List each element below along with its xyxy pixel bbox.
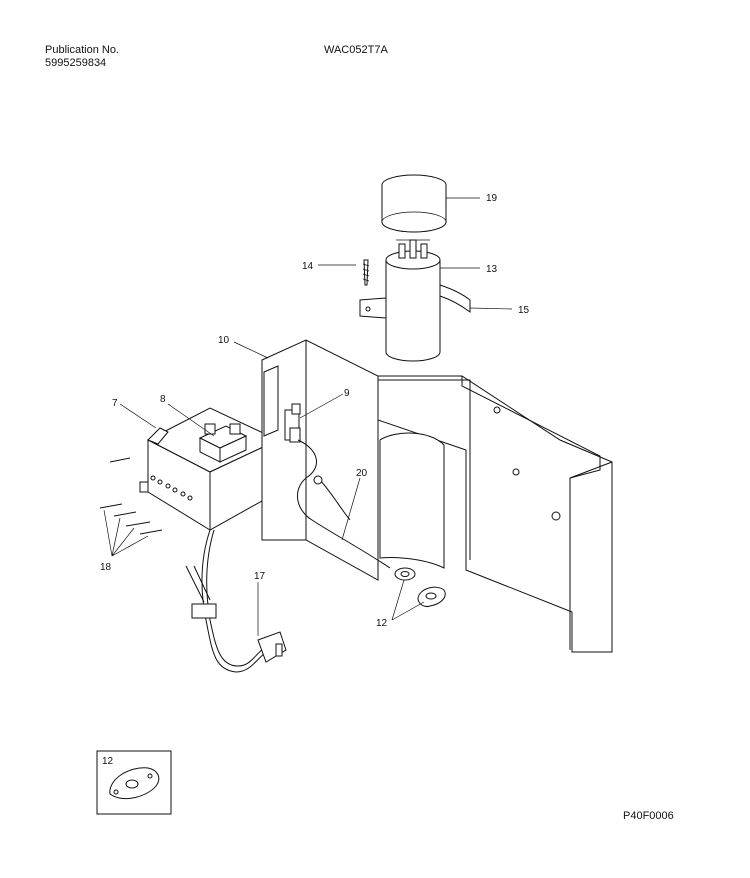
screw — [362, 259, 370, 286]
callout-17: 17 — [254, 571, 266, 582]
inset-callout-12: 12 — [102, 756, 114, 767]
callout-18: 18 — [100, 562, 112, 573]
thermostat — [394, 567, 416, 581]
capacitor-cover — [381, 174, 447, 233]
terminal-block — [284, 403, 301, 443]
publication-label: Publication No. — [45, 44, 119, 56]
callout-13: 13 — [486, 264, 498, 275]
callout-8: 8 — [160, 394, 166, 405]
air-duct — [379, 432, 445, 569]
callout-19: 19 — [486, 193, 498, 204]
callout-12: 12 — [376, 618, 388, 629]
capacitor — [385, 239, 441, 362]
capacitor-mount-bracket — [359, 297, 387, 319]
capacitor-strap — [439, 284, 471, 313]
leader-lines — [103, 197, 513, 636]
thermostat-gasket — [417, 586, 446, 607]
callout-7: 7 — [112, 398, 118, 409]
mounting-screws — [99, 503, 163, 535]
callout-15: 15 — [518, 305, 530, 316]
wire-harness — [297, 439, 391, 569]
power-cord — [185, 529, 287, 673]
callout-14: 14 — [302, 261, 314, 272]
model-number: WAC052T7A — [324, 44, 388, 56]
box-screw — [109, 457, 131, 463]
callout-9: 9 — [344, 388, 350, 399]
callout-20: 20 — [356, 468, 368, 479]
rotary-switch — [198, 423, 248, 463]
callout-10: 10 — [218, 335, 230, 346]
control-panel — [261, 339, 379, 581]
publication-number: 5995259834 — [45, 57, 107, 69]
drawing-code: P40F0006 — [623, 810, 674, 822]
inset-detail: 12 — [96, 750, 172, 815]
